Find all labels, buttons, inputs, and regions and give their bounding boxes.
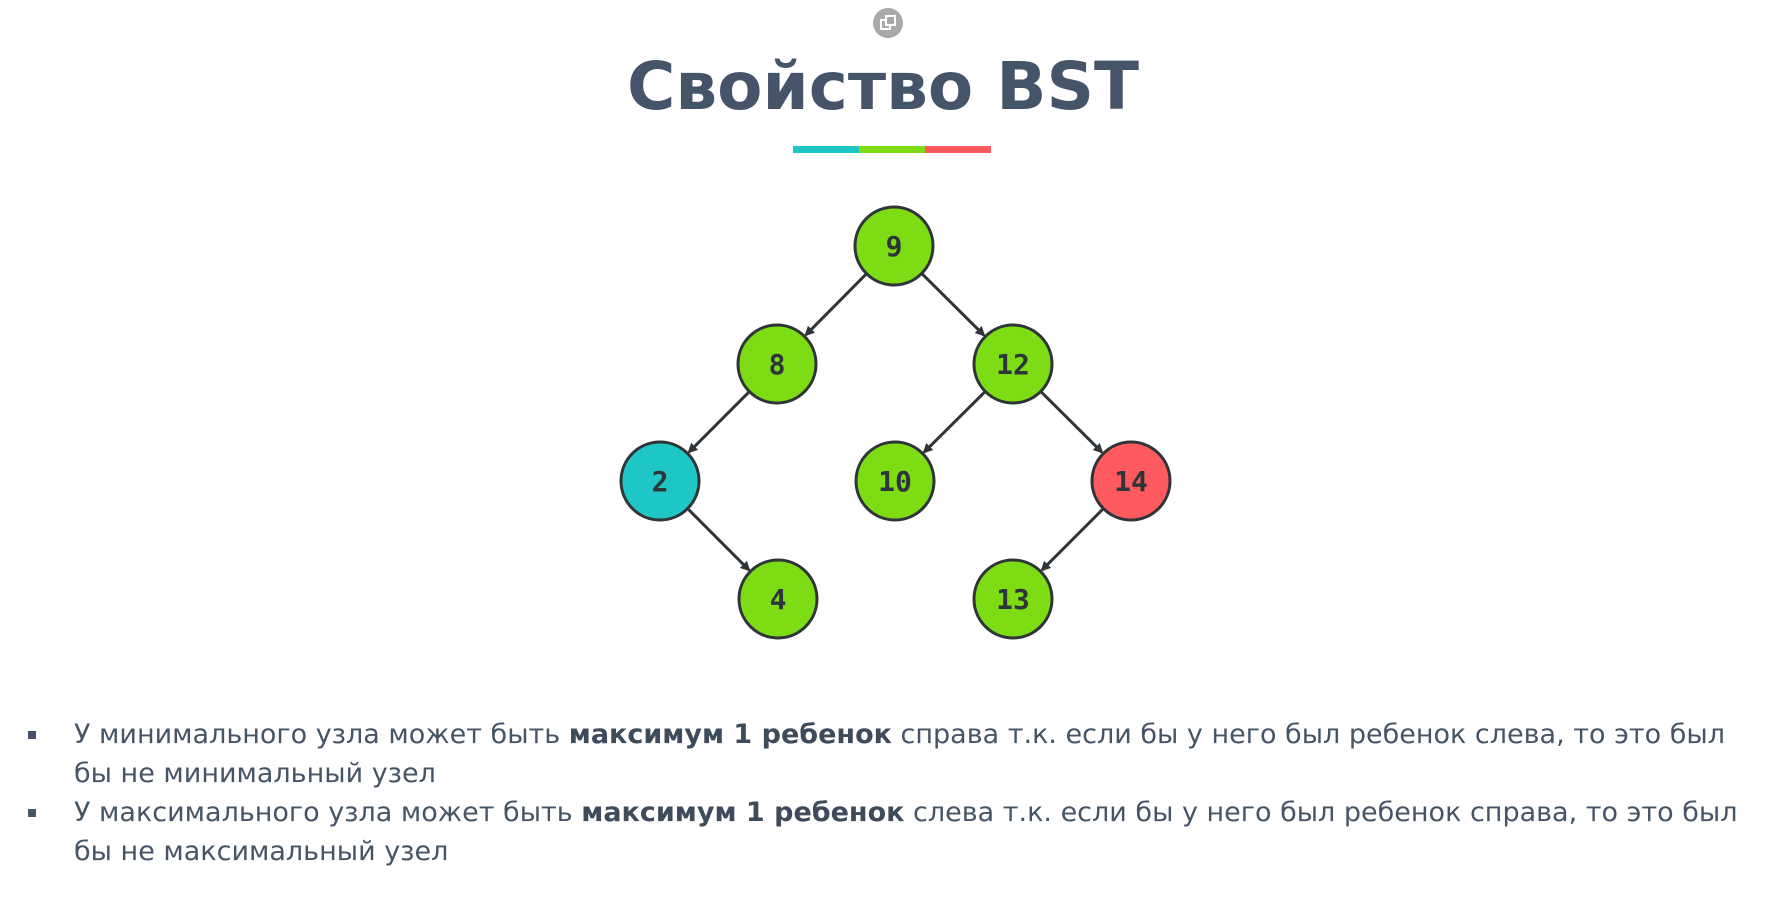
edge-n9-n8 — [804, 272, 868, 337]
edge-n12-n10 — [922, 390, 987, 454]
bullet-list: У минимального узла может быть максимум … — [28, 715, 1748, 871]
node-circle — [854, 440, 936, 522]
tree-node-9: 9 — [853, 205, 935, 287]
bullet-text-bold: максимум 1 ребенок — [568, 719, 892, 750]
node-label: 8 — [769, 348, 786, 381]
edge-n14-n13 — [1040, 507, 1105, 572]
node-circle — [619, 440, 701, 522]
node-circle — [1090, 440, 1172, 522]
tree-node-4: 4 — [737, 558, 819, 640]
edge-n9-n12 — [920, 272, 986, 337]
title-accent-teal — [793, 146, 859, 153]
bullet-marker — [28, 731, 36, 739]
node-label: 13 — [996, 583, 1030, 616]
node-label: 14 — [1114, 465, 1148, 498]
edge-n2-n4 — [686, 507, 751, 572]
tree-node-10: 10 — [854, 440, 936, 522]
title-accent-red — [925, 146, 991, 153]
bullet-item-min: У минимального узла может быть максимум … — [28, 715, 1748, 793]
bullet-text-post: справа т.к. если бы у него был ребенок с… — [74, 719, 1725, 789]
bst-diagram: 9 8 12 2 10 14 4 13 — [619, 205, 1172, 640]
node-circle — [853, 205, 935, 287]
node-label: 10 — [878, 465, 912, 498]
edge-n8-n2 — [687, 390, 751, 454]
node-circle — [972, 323, 1054, 405]
title-accent-green — [859, 146, 925, 153]
node-circle — [972, 558, 1054, 640]
tree-node-13: 13 — [972, 558, 1054, 640]
edge-n12-n14 — [1039, 390, 1104, 454]
tree-node-2: 2 — [619, 440, 701, 522]
node-label: 12 — [996, 348, 1030, 381]
node-label: 9 — [886, 230, 903, 263]
bullet-marker — [28, 809, 36, 817]
page-title: Свойство BST — [626, 48, 1140, 125]
bullet-item-max: У максимального узла может быть максимум… — [28, 793, 1748, 871]
bullet-text-post: слева т.к. если бы у него был ребенок сп… — [74, 797, 1738, 867]
node-circle — [736, 323, 818, 405]
bullet-text-bold: максимум 1 ребенок — [581, 797, 905, 828]
tree-node-14: 14 — [1090, 440, 1172, 522]
node-label: 4 — [770, 583, 787, 616]
tree-node-12: 12 — [972, 323, 1054, 405]
copy-icon[interactable] — [873, 8, 903, 38]
copy-icon-glyph — [880, 15, 896, 30]
tree-edges — [686, 272, 1105, 572]
node-circle — [737, 558, 819, 640]
bullet-text-pre: У максимального узла может быть — [74, 797, 582, 828]
node-label: 2 — [652, 465, 669, 498]
tree-node-8: 8 — [736, 323, 818, 405]
bullet-text-pre: У минимального узла может быть — [74, 719, 569, 750]
tree-nodes: 9 8 12 2 10 14 4 13 — [619, 205, 1172, 640]
